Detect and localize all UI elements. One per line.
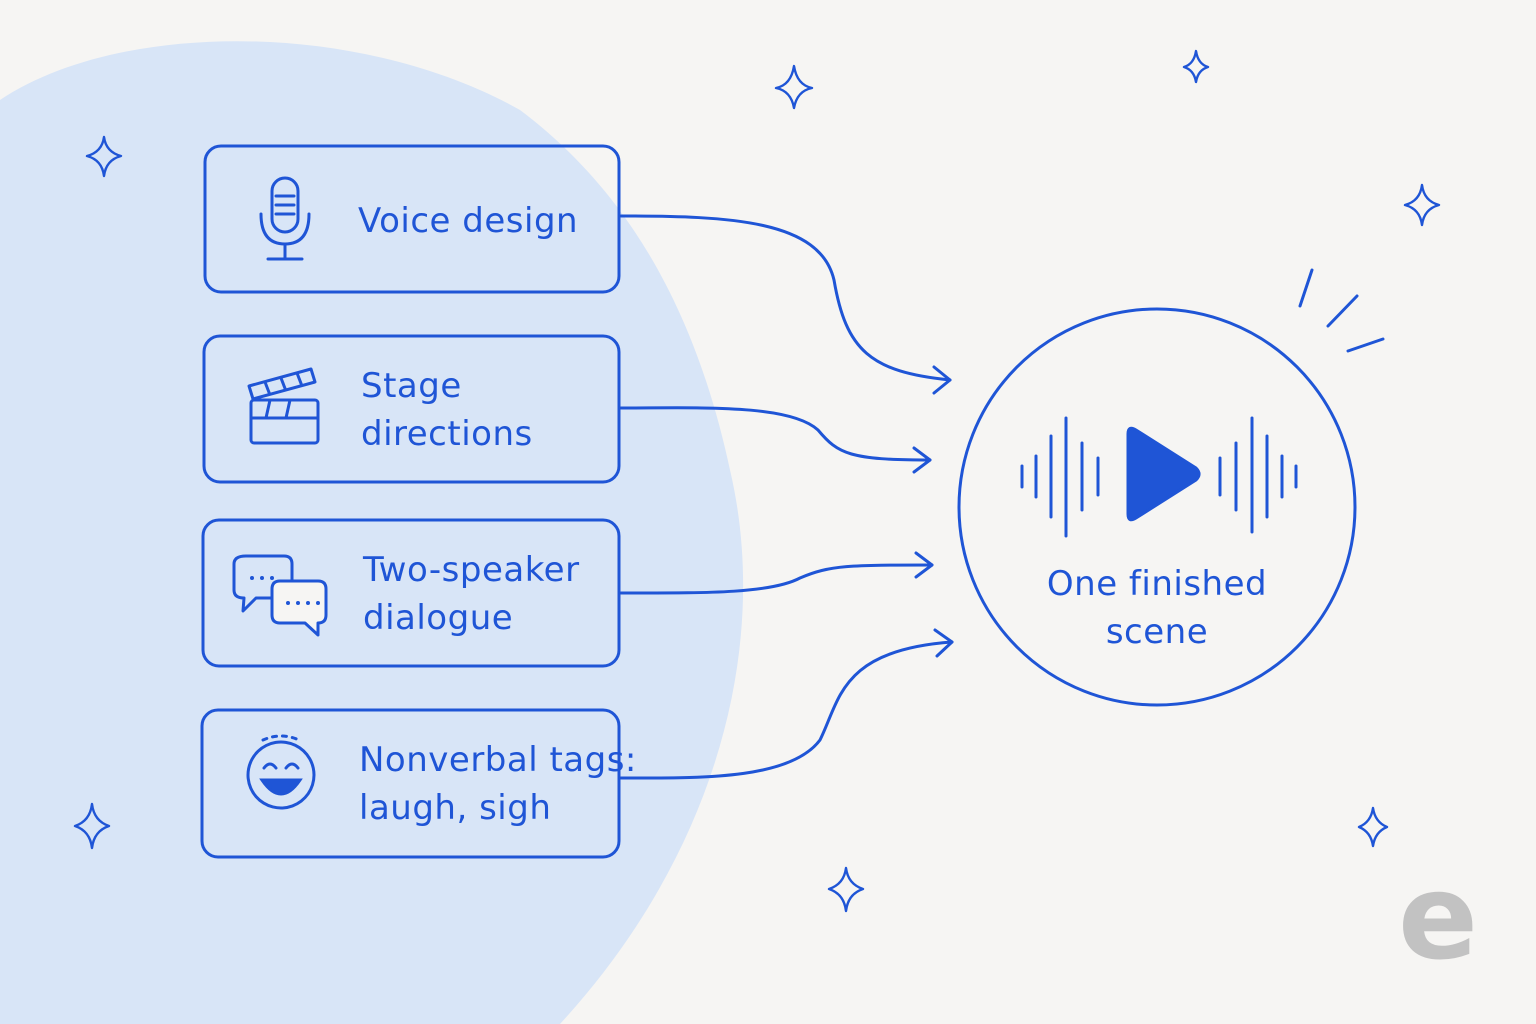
sparkle-icon: [73, 802, 111, 850]
sparkle-icon: [827, 866, 865, 913]
stage-directions-label: Stage directions: [361, 362, 533, 458]
sparkle-icon: [774, 64, 814, 110]
speech-bubbles-icon: [232, 554, 328, 637]
sparkle-icon: [85, 135, 123, 178]
input-boxes: [200, 144, 621, 859]
label-line: Two-speaker: [363, 550, 580, 590]
burst-lines-icon: [1298, 268, 1385, 353]
output-circle: [957, 307, 1357, 707]
label-line: Nonverbal tags:: [359, 740, 637, 780]
voice-design-label: Voice design: [358, 197, 578, 245]
label-line: dialogue: [363, 598, 514, 638]
arrowhead: [932, 365, 952, 395]
arrowhead: [912, 446, 932, 474]
label-line: scene: [1105, 612, 1209, 652]
label-line: Stage: [361, 366, 462, 406]
nonverbal-tags-label: Nonverbal tags: laugh, sigh: [359, 736, 637, 832]
background-blob: [0, 41, 744, 1024]
output-label: One finished scene: [1007, 560, 1307, 656]
label-line: laugh, sigh: [359, 788, 552, 828]
sparkle-icon: [1182, 49, 1210, 84]
label-line: directions: [361, 414, 533, 454]
two-speaker-dialogue-label: Two-speaker dialogue: [363, 546, 580, 642]
connector-stage-directions: [619, 406, 932, 462]
connector-two-speaker-dialogue: [619, 563, 934, 595]
label-line: Voice design: [358, 201, 579, 241]
arrowhead: [933, 628, 954, 658]
clapperboard-icon: [247, 367, 320, 445]
input-box-voice-design: [203, 144, 621, 294]
input-box-nonverbal-tags: [200, 708, 621, 859]
laughing-face-icon: [246, 734, 316, 810]
label-line: One finished: [1046, 564, 1268, 604]
sparkle-icon: [1357, 806, 1389, 848]
input-box-two-speaker-dialogue: [201, 518, 621, 668]
sparkle-decorations: [73, 49, 1441, 913]
arrowhead: [914, 551, 934, 579]
brand-logo: e: [1398, 848, 1479, 986]
connector-voice-design: [619, 214, 952, 382]
input-box-stage-directions: [202, 334, 621, 484]
connector-nonverbal-tags: [619, 640, 954, 780]
microphone-icon: [259, 176, 311, 261]
play-icon: [1126, 426, 1201, 522]
waveform-play-icon: [1020, 416, 1298, 538]
sparkle-icon: [1403, 183, 1441, 227]
connector-arrows: [619, 214, 954, 780]
